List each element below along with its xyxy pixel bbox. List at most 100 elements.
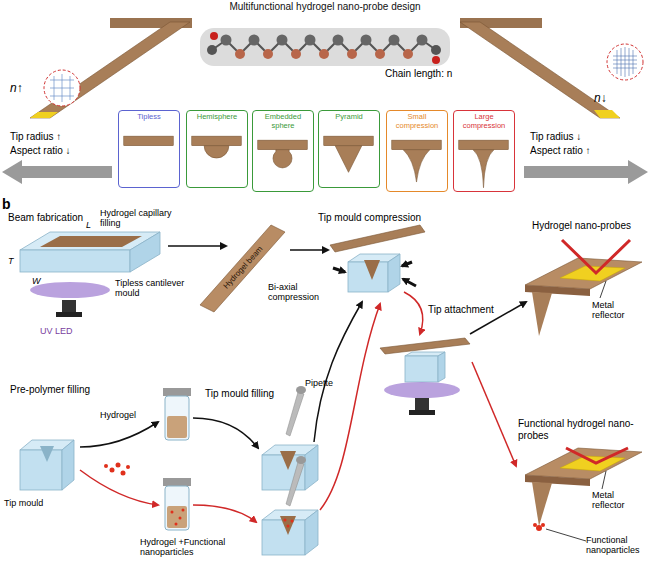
- annotation-label: Metal reflector: [592, 490, 646, 511]
- probe-slab: [324, 136, 373, 146]
- filled-mould: [262, 456, 318, 555]
- probe-slab: [392, 140, 441, 150]
- cantilever-mould: [20, 232, 160, 317]
- illustration-part: [175, 523, 178, 526]
- illustration-part: [121, 471, 126, 476]
- tip-illustration: [253, 135, 312, 191]
- tip-shape-box: Embedded sphere: [252, 110, 314, 192]
- tip-shape-box: Small compression: [386, 110, 448, 192]
- illustration-part: [296, 456, 306, 464]
- illustration-part: [70, 76, 71, 100]
- annotation-label: Tipless cantilever mould: [115, 278, 199, 299]
- shape-name: Large compression: [454, 111, 514, 130]
- illustration-part: [104, 464, 108, 468]
- illustration-part: [533, 523, 537, 527]
- illustration-part: [40, 446, 54, 462]
- probe-tip: [273, 150, 292, 168]
- probe-slab: [192, 136, 241, 146]
- illustration-part: [333, 35, 344, 46]
- annotation-label: n↑: [10, 82, 23, 96]
- tip-illustration: [187, 131, 246, 187]
- illustration-part: [333, 268, 345, 272]
- annotation-label: Functional nanoparticles: [586, 535, 646, 556]
- illustration-part: [235, 49, 245, 59]
- probe-tip: [403, 150, 430, 182]
- illustration-part: [633, 50, 634, 74]
- process-arrow: [290, 249, 328, 251]
- annotation-label: Tip mould compression: [318, 212, 421, 224]
- illustration-part: [431, 45, 441, 55]
- illustration-part: [40, 236, 142, 247]
- shape-name: Tipless: [119, 111, 179, 122]
- process-arrow: [193, 505, 256, 522]
- vial: [163, 478, 191, 530]
- nano-probe: [525, 240, 642, 336]
- illustration-part: [249, 35, 260, 46]
- annotation-label: W: [32, 276, 41, 286]
- illustration-part: [532, 482, 552, 526]
- illustration-part: [20, 250, 130, 272]
- annotation-label: Pipette: [305, 378, 333, 388]
- illustration-part: [525, 448, 642, 479]
- illustration-part: [296, 386, 306, 394]
- annotation-label: Bi-axial compression: [268, 282, 334, 303]
- illustration-part: [629, 48, 630, 76]
- illustration-part: [617, 50, 618, 74]
- illustration-part: [546, 529, 586, 541]
- illustration-part: [388, 254, 400, 292]
- illustration-part: [409, 410, 435, 415]
- illustration-part: [625, 47, 626, 77]
- illustration-part: [163, 478, 191, 486]
- illustration-part: [460, 22, 620, 118]
- cantilever-right: [460, 18, 643, 118]
- tip-attachment: [380, 338, 470, 415]
- probe-slab: [459, 140, 508, 150]
- process-arrow: [314, 302, 362, 442]
- annotation-label: Aspect ratio ↓: [10, 145, 71, 157]
- illustration-part: [330, 225, 425, 252]
- illustration-part: [50, 74, 74, 102]
- illustration-part: [163, 388, 191, 396]
- illustration-part: [541, 523, 545, 527]
- annotation-label: Metal reflector: [592, 300, 646, 321]
- tip-shape-box: Large compression: [453, 110, 515, 192]
- annotation-label: Chain length: n: [385, 68, 452, 80]
- annotation-label: T: [8, 256, 14, 266]
- illustration-part: [361, 35, 372, 46]
- illustration-part: [375, 49, 385, 59]
- illustration-part: [417, 35, 428, 46]
- illustration-part: [262, 520, 305, 555]
- illustration-part: [54, 76, 55, 100]
- probe-slab: [258, 140, 307, 150]
- tip-shape-box: Tipless: [118, 110, 180, 188]
- tip-shape-box: Pyramid: [318, 110, 380, 188]
- annotation-label: Hydrogel nano-probes: [532, 220, 631, 232]
- illustration-part: [566, 448, 628, 463]
- illustration-part: [126, 465, 130, 469]
- annotation-label: Pre-polymer filling: [10, 384, 90, 396]
- illustration-part: [532, 292, 552, 336]
- molecule: [200, 28, 450, 66]
- illustration-part: [287, 525, 290, 528]
- annotation-label: L: [86, 220, 91, 230]
- illustration-part: [44, 70, 80, 106]
- illustration-part: [384, 382, 460, 398]
- illustration-part: [165, 396, 189, 440]
- process-arrow: [80, 422, 158, 447]
- process-arrow: [472, 362, 516, 466]
- illustration-part: [621, 48, 622, 76]
- illustration-part: [116, 463, 121, 468]
- illustration-part: [562, 240, 630, 273]
- illustration-part: [171, 511, 174, 514]
- functional-nano-probe: [525, 448, 642, 541]
- illustration-part: [613, 47, 637, 77]
- illustration-part: [305, 35, 316, 46]
- process-arrow: [193, 418, 258, 448]
- process-arrow: [80, 470, 158, 505]
- process-arrow: [320, 304, 380, 510]
- illustration-part: [305, 445, 318, 490]
- illustration-part: [286, 392, 304, 436]
- illustration-part: [167, 506, 187, 528]
